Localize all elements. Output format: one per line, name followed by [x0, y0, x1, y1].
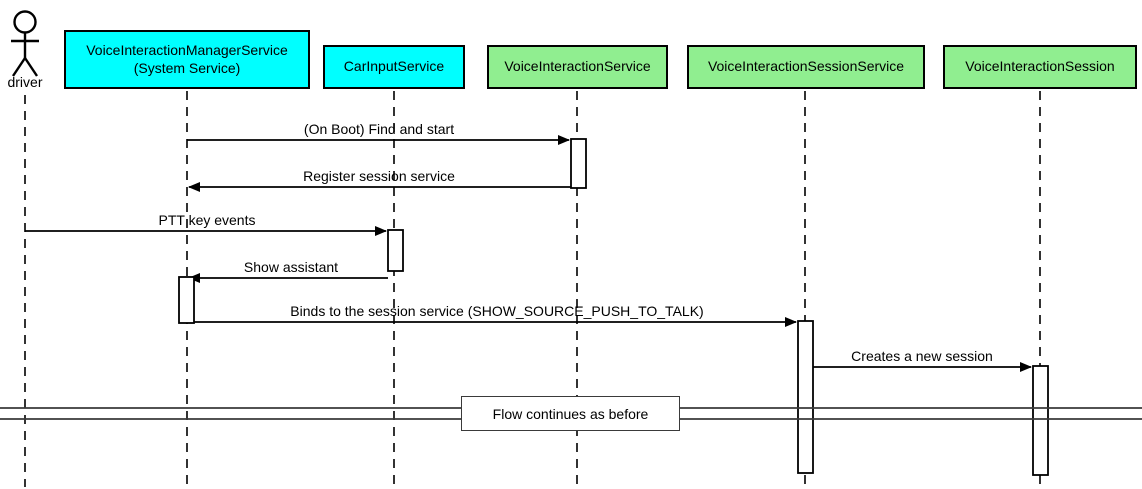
message-label-show-assistant: Show assistant: [243, 259, 339, 275]
participant-vsession-label: VoiceInteractionSession: [965, 58, 1115, 75]
activation-viss: [797, 320, 814, 474]
participant-viss-label: VoiceInteractionSessionService: [707, 58, 905, 75]
divider-label: Flow continues as before: [492, 405, 649, 422]
divider-lines: [0, 407, 1142, 420]
participant-vims[interactable]: VoiceInteractionManagerService (System S…: [64, 30, 310, 89]
participant-vsession[interactable]: VoiceInteractionSession: [943, 45, 1137, 89]
activation-vsession: [1032, 365, 1049, 476]
participant-vims-label-line2: (System Service): [133, 59, 241, 76]
participant-vims-label-line1: VoiceInteractionManagerService: [86, 42, 288, 58]
actor-label-driver: driver: [7, 74, 43, 90]
message-label-ptt-key-events: PTT key events: [158, 212, 256, 228]
divider-flow-continues: Flow continues as before: [461, 396, 680, 431]
participant-viss[interactable]: VoiceInteractionSessionService: [687, 45, 925, 89]
participant-carinput[interactable]: CarInputService: [323, 45, 465, 89]
participant-vis[interactable]: VoiceInteractionService: [487, 45, 668, 89]
activation-carinput: [387, 229, 404, 272]
message-label-binds-to-session-service: Binds to the session service (SHOW_SOURC…: [290, 303, 704, 319]
message-label-register-session-service: Register session service: [303, 168, 455, 184]
participant-vis-label: VoiceInteractionService: [504, 58, 651, 75]
stick-figure-icon: [11, 10, 39, 77]
participant-carinput-label: CarInputService: [343, 58, 445, 75]
message-label-creates-a-new-session: Creates a new session: [851, 348, 993, 364]
message-label-on-boot-find-and-start: (On Boot) Find and start: [303, 121, 455, 137]
activation-vis: [570, 138, 587, 189]
activation-vims: [178, 276, 195, 324]
message-arrows: [25, 135, 1032, 372]
activation-bars: [178, 138, 1049, 476]
